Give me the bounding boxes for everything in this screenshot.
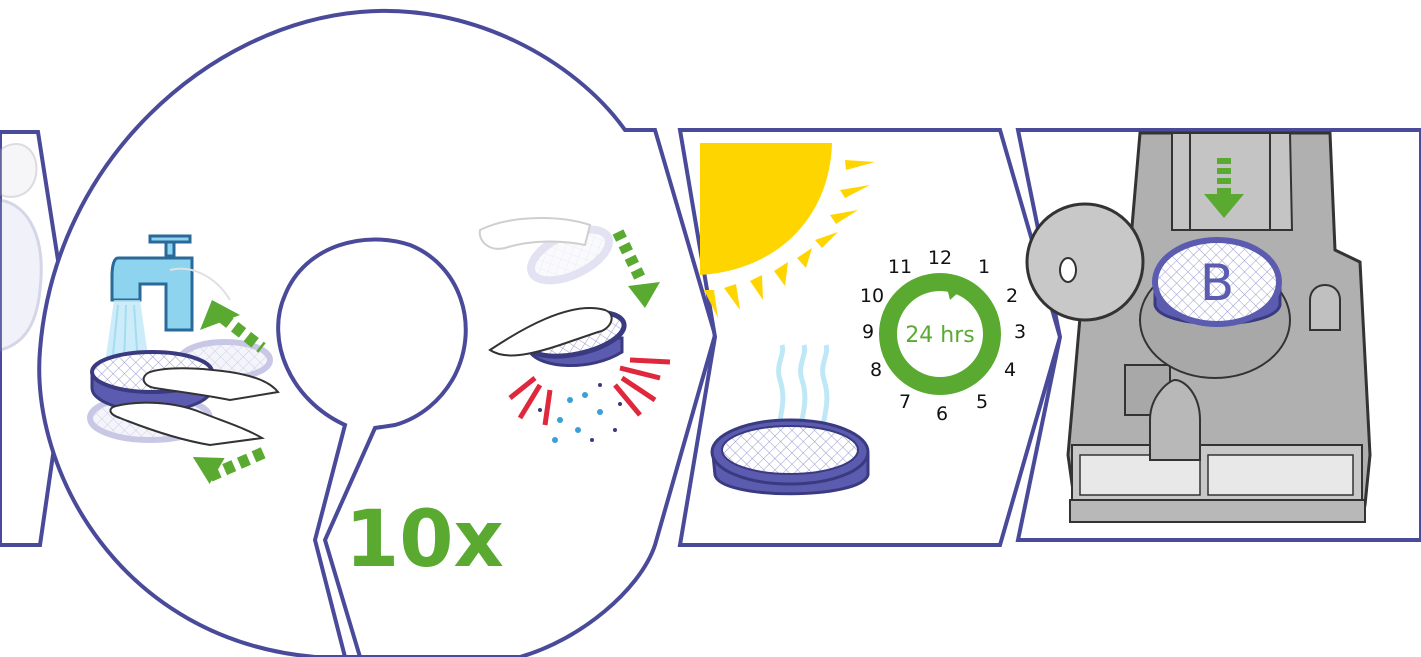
filter-icon	[712, 420, 868, 494]
clock-duration: 24 hrs	[905, 323, 974, 348]
panel-wash-step: 10x	[39, 11, 715, 657]
clock-hour: 10	[860, 285, 884, 307]
clock-hour: 11	[888, 256, 912, 278]
filter-label: B	[1200, 254, 1234, 312]
clock-hour: 2	[1006, 285, 1018, 307]
repeat-count-label: 10x	[345, 495, 504, 585]
clock-hour: 12	[928, 247, 952, 269]
clock-hour: 7	[899, 391, 911, 413]
clock-hour: 3	[1014, 321, 1026, 343]
clock-hour: 1	[978, 256, 990, 278]
clock-hour: 4	[1004, 359, 1016, 381]
panel-reinsert-step: B	[1018, 130, 1421, 540]
faded-hand-icon	[0, 144, 41, 350]
panel-dry-step: 24 hrs 12 1 2 3 4 5 6 7 8 9 10 11	[680, 130, 1060, 545]
clock-hour: 8	[870, 359, 882, 381]
clock-hour: 5	[976, 391, 988, 413]
clock-hour: 6	[936, 403, 948, 425]
clock-hour: 9	[862, 321, 874, 343]
filter-icon: B	[1155, 240, 1280, 324]
